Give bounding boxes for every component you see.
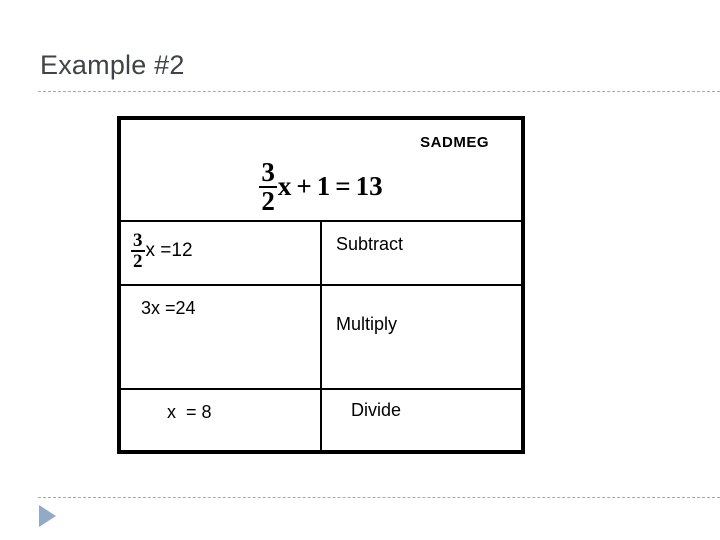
title-divider-top (38, 91, 720, 92)
step-expression: 3 2 (131, 230, 145, 273)
step-expression: 3x =24 (141, 298, 196, 318)
fraction-bar (259, 185, 277, 188)
equation-equals: = (335, 171, 351, 202)
step-expression-cell: 3 2 x =12 (119, 220, 322, 286)
fraction-numerator: 3 (261, 157, 275, 187)
equation-operand: 1 (316, 171, 331, 202)
table-row: x = 8 Divide (119, 388, 523, 452)
step-expression-cell: 3x =24 (119, 284, 322, 390)
table-row: 3x =24 Multiply (119, 284, 523, 390)
header-cell: SADMEG 3 2 x + 1 = 13 (119, 118, 523, 222)
step-operation-cell: Subtract (320, 220, 523, 286)
header-equation: 3 2 x + 1 = 13 (121, 157, 521, 216)
table-row-header: SADMEG 3 2 x + 1 = 13 (119, 118, 523, 222)
step-expression-tail: x =12 (145, 240, 193, 262)
table-row: 3 2 x =12 Subtract (119, 220, 523, 286)
fraction-bar (131, 250, 145, 253)
equation-variable: x (277, 171, 292, 202)
fraction: 3 2 (131, 230, 145, 273)
mnemonic-label: SADMEG (420, 134, 489, 151)
footer-divider-bottom (38, 497, 720, 498)
fraction-denominator: 2 (261, 185, 275, 216)
equation-steps-table: SADMEG 3 2 x + 1 = 13 (117, 116, 525, 454)
equation-result: 13 (355, 171, 383, 202)
operation-label: Subtract (336, 234, 404, 254)
step-expression-cell: x = 8 (119, 388, 322, 452)
fraction: 3 2 (259, 157, 277, 216)
operation-label: Divide (351, 400, 402, 420)
page-title: Example #2 (40, 50, 185, 80)
play-arrow-icon[interactable] (39, 505, 56, 527)
operation-label: Multiply (336, 314, 398, 334)
step-expression: x = 8 (167, 402, 212, 422)
fraction-numerator: 3 (133, 230, 143, 251)
step-operation-cell: Divide (320, 388, 523, 452)
step-operation-cell: Multiply (320, 284, 523, 390)
equation-operator: + (296, 171, 312, 202)
fraction-denominator: 2 (133, 251, 143, 273)
equation-expression: 3 2 x + 1 = 13 (259, 157, 383, 216)
